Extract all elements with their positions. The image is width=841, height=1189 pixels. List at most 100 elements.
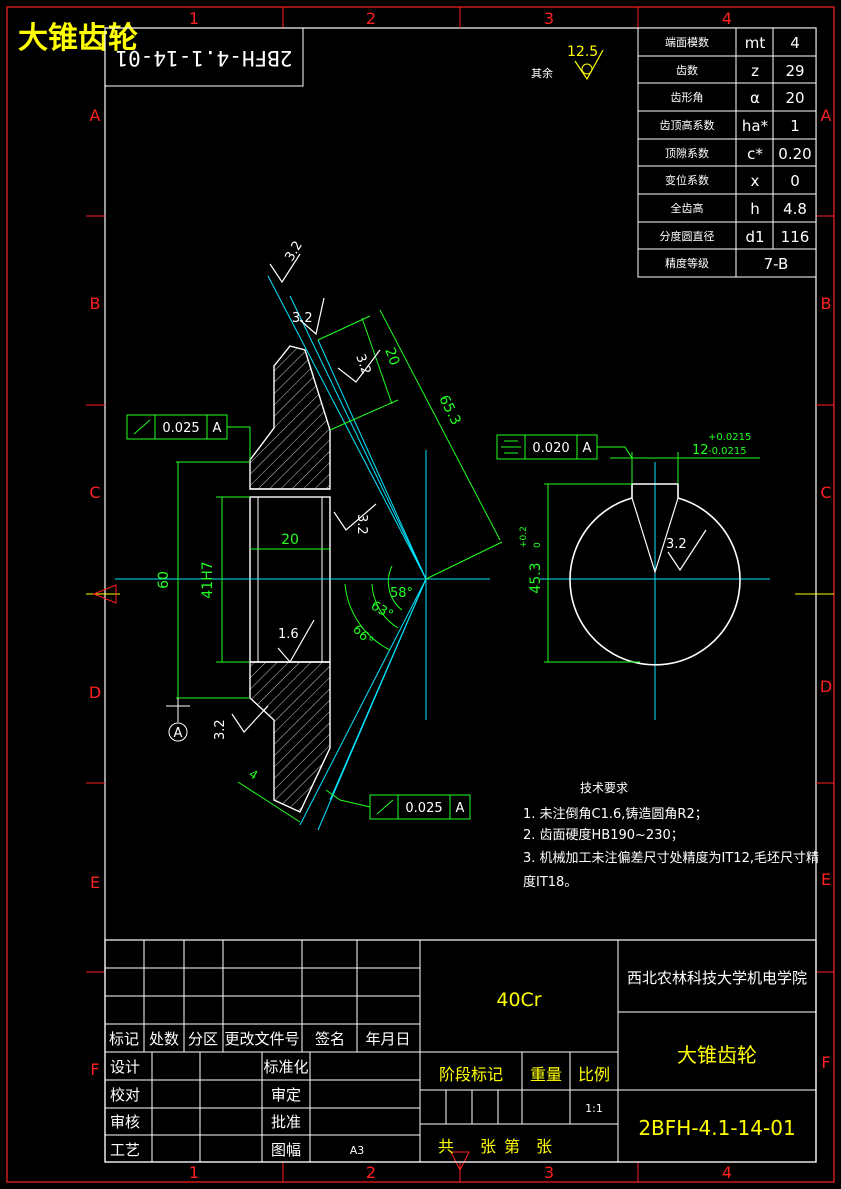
param-value-accuracy: 7-B — [764, 255, 789, 273]
param-name-module: 端面模数 — [665, 36, 709, 49]
param-symbol-teeth: z — [751, 62, 759, 80]
zone-row-b-right: B — [821, 294, 832, 313]
zone-col-4: 4 — [722, 9, 732, 28]
zone-row-c: C — [89, 483, 100, 502]
param-name-tooth-height: 全齿高 — [671, 201, 704, 215]
symmetry-datum: A — [583, 441, 592, 456]
param-value-module: 4 — [790, 34, 800, 52]
angle-66: 66° — [349, 622, 376, 649]
dim-chamfer-4 — [237, 781, 301, 823]
sheet-num-suffix: 张 — [536, 1137, 552, 1156]
symmetry-tolerance — [496, 434, 633, 460]
sheet-num-prefix: 第 — [504, 1137, 520, 1156]
gear-section-lower — [249, 661, 331, 813]
drawing-code: 2BFH-4.1-14-01 — [638, 1116, 795, 1140]
zone-row-e: E — [90, 873, 100, 892]
dim-45-3-tol-dn: 0 — [533, 542, 543, 548]
school-name: 西北农林科技大学机电学院 — [627, 969, 807, 987]
role-check: 校对 — [110, 1086, 140, 1104]
approval-verify: 审定 — [271, 1086, 301, 1104]
zone-col-2-bottom: 2 — [366, 1163, 376, 1182]
param-symbol-pitch-diameter: d1 — [745, 228, 764, 246]
zone-col-3-bottom: 3 — [544, 1163, 554, 1182]
dim-cone-65-3-label: 65.3 — [435, 393, 463, 428]
tech-req-title: 技术要求 — [580, 781, 628, 795]
cone-angle-arcs — [344, 565, 403, 651]
zone-row-a: A — [90, 106, 101, 125]
roughness-3-2-f: 3.2 — [666, 537, 687, 552]
dim-60-label: 60 — [156, 571, 172, 589]
rev-header-date: 年月日 — [365, 1030, 410, 1048]
zone-row-d-right: D — [820, 677, 832, 696]
surface-roughness-note: 12.5 其余 — [531, 44, 604, 81]
dim-45-3-label: 45.3 — [528, 562, 544, 593]
param-name-pressure-angle: 齿形角 — [671, 91, 704, 104]
symmetry-value: 0.020 — [532, 441, 569, 456]
zone-row-b: B — [90, 294, 101, 313]
approval-standard: 标准化 — [263, 1058, 308, 1076]
zone-labels: 1 2 3 4 1 2 3 4 A B C D E F A B C D E F — [89, 9, 832, 1182]
drawing-title: 大锥齿轮 — [18, 21, 138, 56]
roughness-1-6: 1.6 — [278, 627, 299, 642]
param-value-addendum-coef: 1 — [790, 117, 800, 135]
stage-header-mark: 阶段标记 — [439, 1065, 503, 1084]
roughness-label: 其余 — [531, 66, 553, 80]
param-symbol-tooth-height: h — [750, 200, 760, 218]
keyway-roughness-mark — [667, 529, 707, 572]
dim-45-3 — [544, 483, 640, 663]
technical-requirements: 技术要求 1. 未注倒角C1.6,铸造圆角R2； 2. 齿面硬度HB190~23… — [523, 781, 819, 890]
approval-sheet-size: 图幅 — [271, 1141, 301, 1159]
gear-section-view: 60 41H7 20 20 65.3 58° 63° 66° — [115, 239, 503, 831]
roughness-3-2-b: 3.2 — [292, 311, 313, 326]
roughness-marks — [231, 253, 381, 733]
zone-row-c-right: C — [820, 483, 831, 502]
zone-col-2: 2 — [366, 9, 376, 28]
approval-approve: 批准 — [271, 1113, 301, 1131]
zone-col-1-bottom: 1 — [189, 1163, 199, 1182]
roughness-3-2-e: 3.2 — [213, 719, 228, 740]
dim-width-20-label: 20 — [281, 532, 299, 548]
tech-req-item-2: 2. 齿面硬度HB190~230； — [523, 827, 684, 843]
rev-header-doc: 更改文件号 — [224, 1030, 299, 1048]
dim-41h7 — [216, 496, 250, 663]
param-name-teeth: 齿数 — [676, 64, 698, 77]
tech-req-item-4: 度IT18。 — [523, 874, 577, 890]
param-value-clearance-coef: 0.20 — [778, 145, 811, 163]
zone-col-3: 3 — [544, 9, 554, 28]
zone-row-d: D — [89, 683, 101, 702]
stage-header-scale: 比例 — [578, 1065, 610, 1084]
title-block: 标记 处数 分区 更改文件号 签名 年月日 设计 校对 审核 工艺 标准化 审定… — [104, 939, 817, 1163]
param-name-pitch-diameter: 分度圆直径 — [660, 229, 715, 243]
dim-45-3-tol-up: +0.2 — [519, 526, 529, 548]
sheet-total-prefix: 共 — [438, 1137, 454, 1156]
mirrored-code: 2BFH-4.1-14-01 — [115, 46, 292, 70]
roughness-3-2-a: 3.2 — [282, 239, 305, 264]
keyway-outline — [631, 483, 679, 498]
dim-tooth-20-label: 20 — [381, 346, 402, 368]
rev-header-zone: 分区 — [188, 1030, 218, 1048]
zone-row-e-right: E — [821, 870, 831, 889]
dim-60 — [176, 461, 250, 699]
bore-end-view: 45.3 +0.2 0 12 +0.0215 -0.0215 0.020 A 3… — [496, 432, 770, 720]
sheet-total-suffix: 张 — [480, 1137, 496, 1156]
roughness-3-2-c: 3.2 — [352, 352, 373, 377]
roughness-3-2-d: 3.2 — [354, 514, 369, 535]
runout-tolerance-1 — [126, 414, 251, 460]
param-symbol-addendum-coef: ha* — [742, 117, 769, 135]
sheet-size-value: A3 — [350, 1144, 365, 1157]
param-value-pitch-diameter: 116 — [781, 228, 810, 246]
runout-tolerance-2 — [325, 789, 471, 820]
param-name-shift-coef: 变位系数 — [665, 173, 709, 187]
stage-header-weight: 重量 — [530, 1065, 562, 1084]
rev-header-sign: 签名 — [315, 1030, 345, 1048]
param-symbol-shift-coef: x — [751, 172, 760, 190]
param-name-addendum-coef: 齿顶高系数 — [660, 118, 715, 132]
mirrored-code-box — [104, 27, 304, 87]
runout-1-value: 0.025 — [162, 421, 199, 436]
param-value-teeth: 29 — [785, 62, 804, 80]
role-review: 审核 — [110, 1113, 140, 1131]
angle-58: 58° — [390, 586, 413, 601]
gear-parameter-table: 端面模数 齿数 齿形角 齿顶高系数 顶隙系数 变位系数 全齿高 分度圆直径 精度… — [637, 27, 817, 278]
param-value-tooth-height: 4.8 — [783, 200, 807, 218]
param-name-clearance-coef: 顶隙系数 — [665, 146, 709, 160]
